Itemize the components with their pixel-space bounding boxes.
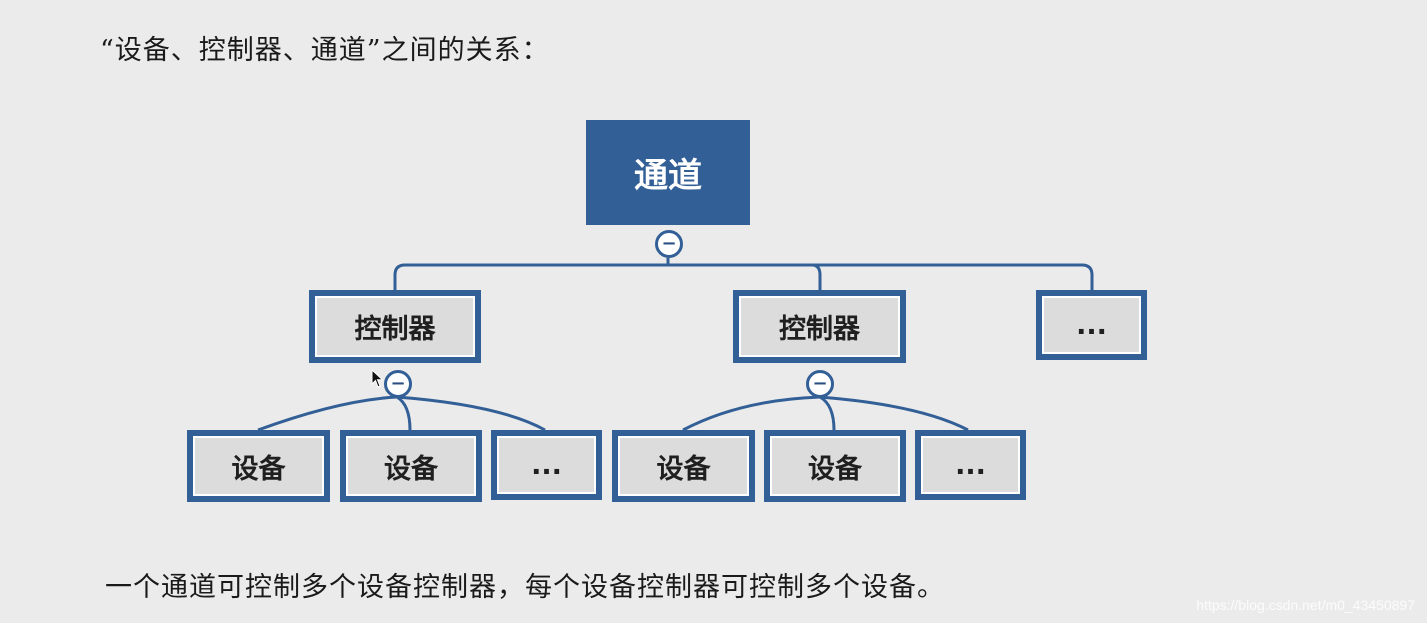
connector-controller-2-device-3 xyxy=(819,395,969,432)
root-node-channel[interactable]: 通道 xyxy=(586,120,750,225)
controller-2-collapse-toggle[interactable]: − xyxy=(806,370,834,398)
connector-root-bus xyxy=(393,258,1094,290)
slide-caption: 一个通道可控制多个设备控制器，每个设备控制器可控制多个设备。 xyxy=(105,572,945,603)
connector-controller-1-device-1 xyxy=(257,395,398,432)
connector-controller-2-device-2 xyxy=(819,395,836,431)
root-collapse-toggle[interactable]: − xyxy=(655,230,683,258)
more-controllers-node[interactable]: ... xyxy=(1036,290,1147,360)
mouse-cursor-icon xyxy=(371,369,384,388)
slide-heading: “设备、控制器、通道”之间的关系： xyxy=(100,35,550,66)
more-devices-node[interactable]: ... xyxy=(915,430,1026,500)
connector-controller-1-device-2 xyxy=(396,395,412,431)
controller-1-collapse-toggle[interactable]: − xyxy=(384,370,412,398)
device-node[interactable]: 设备 xyxy=(764,430,906,502)
more-devices-node[interactable]: ... xyxy=(491,430,602,500)
controller-node-2[interactable]: 控制器 xyxy=(733,290,906,363)
device-node[interactable]: 设备 xyxy=(340,430,482,502)
watermark-url: https://blog.csdn.net/m0_43450897 xyxy=(1196,597,1415,613)
controller-node-1[interactable]: 控制器 xyxy=(309,290,481,363)
device-node[interactable]: 设备 xyxy=(187,430,330,502)
connector-controller-1-device-3 xyxy=(396,395,546,432)
connector-root-controller-2 xyxy=(811,263,822,290)
device-node[interactable]: 设备 xyxy=(612,430,755,502)
connector-controller-2-device-1 xyxy=(682,395,821,432)
